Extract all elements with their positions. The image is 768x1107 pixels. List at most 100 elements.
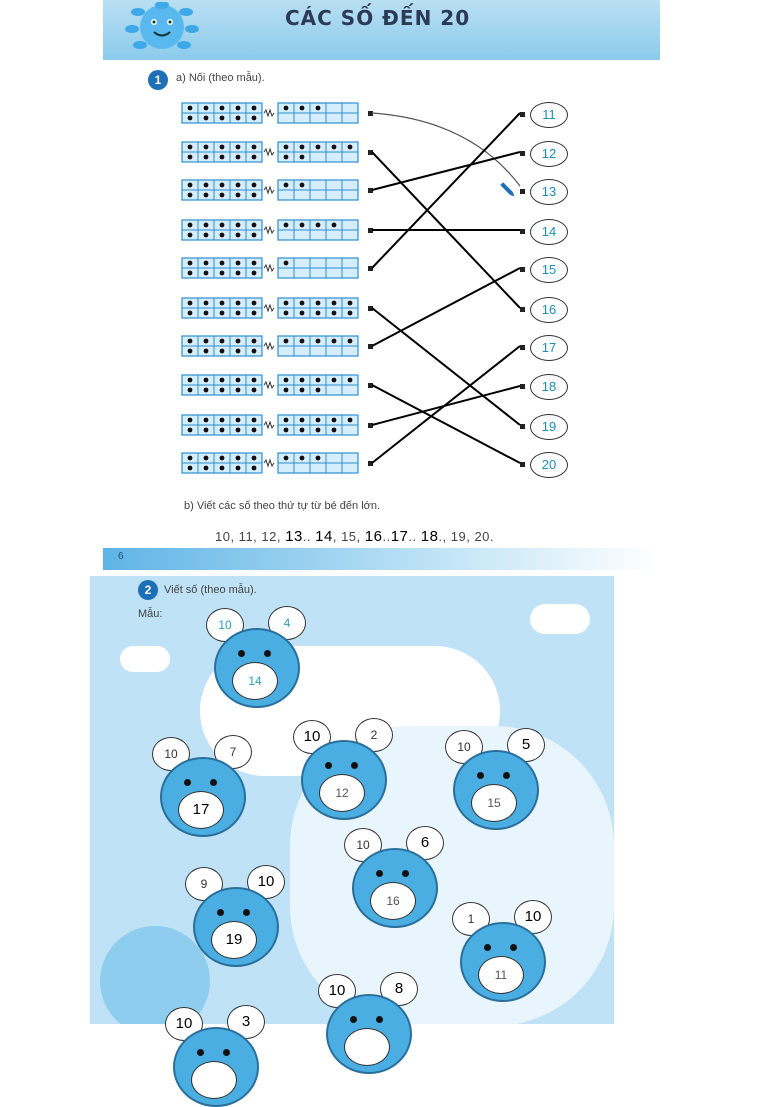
- bear-eye: [184, 779, 191, 786]
- bear-eye: [477, 772, 484, 779]
- bear-eye: [210, 779, 217, 786]
- ten-frame-row: [181, 141, 362, 163]
- seq-answer-14: 14: [315, 528, 333, 545]
- cloud: [120, 646, 170, 672]
- sun-mascot-icon: [125, 2, 199, 49]
- bear-snout-input[interactable]: 12: [319, 774, 365, 812]
- target-connector-dot: [520, 189, 525, 194]
- number-target-16: 16: [530, 297, 568, 323]
- bear-snout-input[interactable]: 17: [178, 791, 224, 829]
- bear-eye: [325, 762, 332, 769]
- seq-printed-6: ., 19, 20.: [438, 529, 495, 544]
- target-connector-dot: [520, 345, 525, 350]
- number-target-12: 12: [530, 141, 568, 167]
- exercise-1a-instruction: a) Nối (theo mẫu).: [176, 72, 265, 84]
- seq-answer-18: 18: [420, 528, 439, 545]
- page-title: CÁC SỐ ĐẾN 20: [285, 6, 471, 30]
- number-target-20: 20: [530, 452, 568, 478]
- cloud: [530, 604, 590, 634]
- bear-snout-input[interactable]: 16: [370, 882, 416, 920]
- target-connector-dot: [520, 112, 525, 117]
- bear-snout-input[interactable]: [191, 1061, 237, 1099]
- seq-printed-3: , 15,: [332, 529, 361, 544]
- ten-frame-row: [181, 335, 362, 357]
- frame-connector-dot: [368, 150, 373, 155]
- ten-frame-row: [181, 297, 362, 319]
- bear-eye: [197, 1049, 204, 1056]
- frame-connector-dot: [368, 188, 373, 193]
- bear-eye: [351, 762, 358, 769]
- frame-connector-dot: [368, 306, 373, 311]
- ten-frame-row: [181, 102, 362, 124]
- seq-answer-13: 13: [285, 528, 303, 545]
- bear-eye: [264, 650, 271, 657]
- bear-eye: [376, 1016, 383, 1023]
- page-footer-bar: [103, 548, 660, 570]
- target-connector-dot: [520, 267, 525, 272]
- ten-frame-row: [181, 414, 362, 436]
- seq-printed-2: ..: [302, 529, 312, 544]
- matching-lines: [371, 112, 521, 464]
- bear-right-ear: 10: [247, 865, 285, 899]
- ten-frame-row: [181, 257, 362, 279]
- seq-printed-1: 10, 11, 12,: [215, 529, 281, 544]
- target-connector-dot: [520, 151, 525, 156]
- exercise-1b-instruction: b) Viết các số theo thứ tự từ bé đến lớn…: [184, 500, 381, 512]
- number-target-15: 15: [530, 257, 568, 283]
- bear-eye: [217, 909, 224, 916]
- frame-connector-dot: [368, 461, 373, 466]
- bear-snout-input[interactable]: 19: [211, 921, 257, 959]
- bear-eye: [510, 944, 517, 951]
- exercise-1-badge: 1: [148, 70, 168, 90]
- page-number: 6: [118, 551, 124, 562]
- bear-eye: [243, 909, 250, 916]
- number-target-17: 17: [530, 335, 568, 361]
- bear-right-ear: 6: [406, 826, 444, 860]
- target-connector-dot: [520, 384, 525, 389]
- exercise-2-instruction: Viết số (theo mẫu).: [164, 584, 257, 596]
- seq-answer-16: 16: [364, 528, 383, 545]
- frame-connector-dot: [368, 266, 373, 271]
- ten-frame-row: [181, 374, 362, 396]
- target-connector-dot: [520, 424, 525, 429]
- number-target-18: 18: [530, 374, 568, 400]
- number-target-11: 11: [530, 102, 568, 128]
- number-sequence: 10, 11, 12, 13.. 14, 15, 16..17.. 18., 1…: [215, 528, 494, 545]
- exercise-2-badge: 2: [138, 580, 158, 600]
- number-target-19: 19: [530, 414, 568, 440]
- number-target-13: 13: [530, 179, 568, 205]
- seq-answer-17: 17: [390, 528, 409, 545]
- seq-printed-4: ..: [382, 529, 391, 544]
- target-connector-dot: [520, 229, 525, 234]
- ten-frame-row: [181, 179, 362, 201]
- number-target-14: 14: [530, 219, 568, 245]
- sample-label: Mẫu:: [138, 608, 163, 620]
- ten-frame-row: [181, 452, 362, 474]
- bear-eye: [223, 1049, 230, 1056]
- bear-snout-input[interactable]: [344, 1028, 390, 1066]
- bear-eye: [376, 870, 383, 877]
- bear-snout-input[interactable]: 11: [478, 956, 524, 994]
- frame-connector-dot: [368, 228, 373, 233]
- frame-connector-dot: [368, 344, 373, 349]
- frame-connector-dot: [368, 111, 373, 116]
- target-connector-dot: [520, 307, 525, 312]
- bear-eye: [503, 772, 510, 779]
- frame-connector-dot: [368, 383, 373, 388]
- bear-eye: [238, 650, 245, 657]
- bear-snout-input[interactable]: 15: [471, 784, 517, 822]
- seq-printed-5: ..: [408, 529, 417, 544]
- target-connector-dot: [520, 462, 525, 467]
- ten-frame-row: [181, 219, 362, 241]
- bear-snout-input: 14: [232, 662, 278, 700]
- bear-eye: [350, 1016, 357, 1023]
